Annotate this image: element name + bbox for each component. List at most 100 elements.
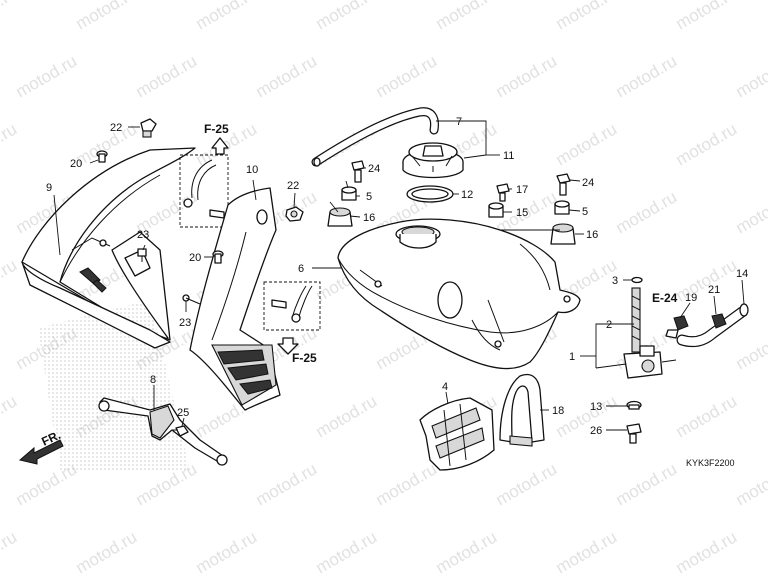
callout-14: 14 <box>736 268 748 280</box>
watermark-text: motod.ru <box>733 187 768 237</box>
callout-18: 18 <box>552 405 564 417</box>
part-15-collar <box>488 202 504 218</box>
part-25-bolt <box>172 425 189 437</box>
callout-22b: 22 <box>287 180 299 192</box>
watermark-text: motod.ru <box>673 119 741 169</box>
f25-detail-bottom <box>263 281 321 355</box>
callout-21: 21 <box>708 284 720 296</box>
callout-7: 7 <box>456 116 462 128</box>
leader-lines <box>53 120 745 431</box>
ref-e24: E-24 <box>652 291 678 305</box>
callout-16a: 16 <box>363 212 375 224</box>
part-16-grommet-right <box>550 223 576 245</box>
watermark-text: motod.ru <box>553 527 621 576</box>
part-19-clip <box>665 315 689 339</box>
callouts: 22 20 9 10 22 23 20 23 8 25 7 11 1 2 24 5… <box>46 116 748 437</box>
watermark-text: motod.ru <box>0 119 20 169</box>
watermark-text: motod.ru <box>313 391 381 441</box>
callout-19: 19 <box>685 292 697 304</box>
watermark-text: motod.ru <box>0 0 20 33</box>
watermark-text: motod.ru <box>673 255 741 305</box>
watermark-text: motod.ru <box>733 51 768 101</box>
part-5-collar-right <box>554 200 570 215</box>
watermark-text: motod.ru <box>613 459 681 509</box>
callout-8: 8 <box>150 374 156 386</box>
callout-15: 15 <box>516 207 528 219</box>
watermark-text: motod.ru <box>0 391 20 441</box>
callout-2: 2 <box>606 319 612 331</box>
part-20-screw <box>96 150 108 163</box>
ref-f25-bottom: F-25 <box>292 351 317 365</box>
front-arrow <box>18 439 64 465</box>
watermark-text: motod.ru <box>733 459 768 509</box>
part-26-bolt <box>626 423 642 444</box>
part-16-grommet-left <box>327 207 353 227</box>
callout-24a: 24 <box>368 163 380 175</box>
watermark-text: motod.ru <box>0 255 20 305</box>
part-8-bracket <box>98 397 228 466</box>
watermark-text: motod.ru <box>373 459 441 509</box>
part-1-fuel-valve <box>623 345 677 379</box>
callout-24b: 24 <box>582 177 594 189</box>
watermark-text: motod.ru <box>433 527 501 576</box>
part-18-strap <box>499 373 545 447</box>
watermark-text: motod.ru <box>133 51 201 101</box>
part-23-bolt <box>137 248 147 262</box>
watermark-text: motod.ru <box>373 51 441 101</box>
callout-26: 26 <box>590 425 602 437</box>
watermark-text: motod.ru <box>553 0 621 33</box>
watermark-text: motod.ru <box>0 527 20 576</box>
ref-f25-top: F-25 <box>204 122 229 136</box>
watermark-text: motod.ru <box>313 527 381 576</box>
part-21-clip <box>711 313 727 329</box>
watermark-text: motod.ru <box>13 51 81 101</box>
watermark-text: motod.ru <box>193 527 261 576</box>
callout-4: 4 <box>442 381 448 393</box>
callout-10: 10 <box>246 164 258 176</box>
watermark-text: motod.ru <box>553 119 621 169</box>
watermark-text: motod.ru <box>673 527 741 576</box>
watermark-text: motod.ru <box>253 459 321 509</box>
watermark-text: motod.ru <box>193 0 261 33</box>
part-17-bolt <box>496 183 510 202</box>
callout-23a: 23 <box>137 229 149 241</box>
watermark-text: motod.ru <box>433 0 501 33</box>
watermark-text: motod.ru <box>73 0 141 33</box>
callout-23b: 23 <box>179 317 191 329</box>
callout-11: 11 <box>503 150 514 162</box>
callout-13: 13 <box>590 401 602 413</box>
diagram-code: KYK3F2200 <box>686 458 735 468</box>
watermark-text: motod.ru <box>733 323 768 373</box>
callout-17: 17 <box>516 184 528 196</box>
watermark-text: motod.ru <box>673 0 741 33</box>
part-22-bolt <box>140 118 157 138</box>
callout-20a: 20 <box>70 158 82 170</box>
callout-5a: 5 <box>366 191 372 203</box>
callout-25: 25 <box>177 407 189 419</box>
callout-16b: 16 <box>586 229 598 241</box>
part-22-nut <box>285 206 304 222</box>
watermark-text: motod.ru <box>313 0 381 33</box>
callout-9: 9 <box>46 182 52 194</box>
part-10-right-shroud <box>189 187 281 411</box>
part-3-washer <box>631 276 643 284</box>
part-13-washer <box>626 400 642 410</box>
part-6-fuel-tank <box>337 218 581 370</box>
part-2-filter-strainer <box>631 287 641 353</box>
part-20-screw-b <box>212 250 224 264</box>
watermark-text: motod.ru <box>73 527 141 576</box>
callout-1: 1 <box>569 351 575 363</box>
watermark-text: motod.ru <box>493 459 561 509</box>
callout-22a: 22 <box>110 122 122 134</box>
part-7-breather-tube <box>311 107 439 167</box>
part-9-left-shroud <box>21 147 196 349</box>
f25-detail-top <box>179 137 229 228</box>
callout-20b: 20 <box>189 252 201 264</box>
watermark-text: motod.ru <box>613 187 681 237</box>
part-14-fuel-hose <box>676 303 749 348</box>
watermark-text: motod.ru <box>673 391 741 441</box>
callout-5b: 5 <box>582 206 588 218</box>
part-24-bolt-right <box>556 173 571 196</box>
